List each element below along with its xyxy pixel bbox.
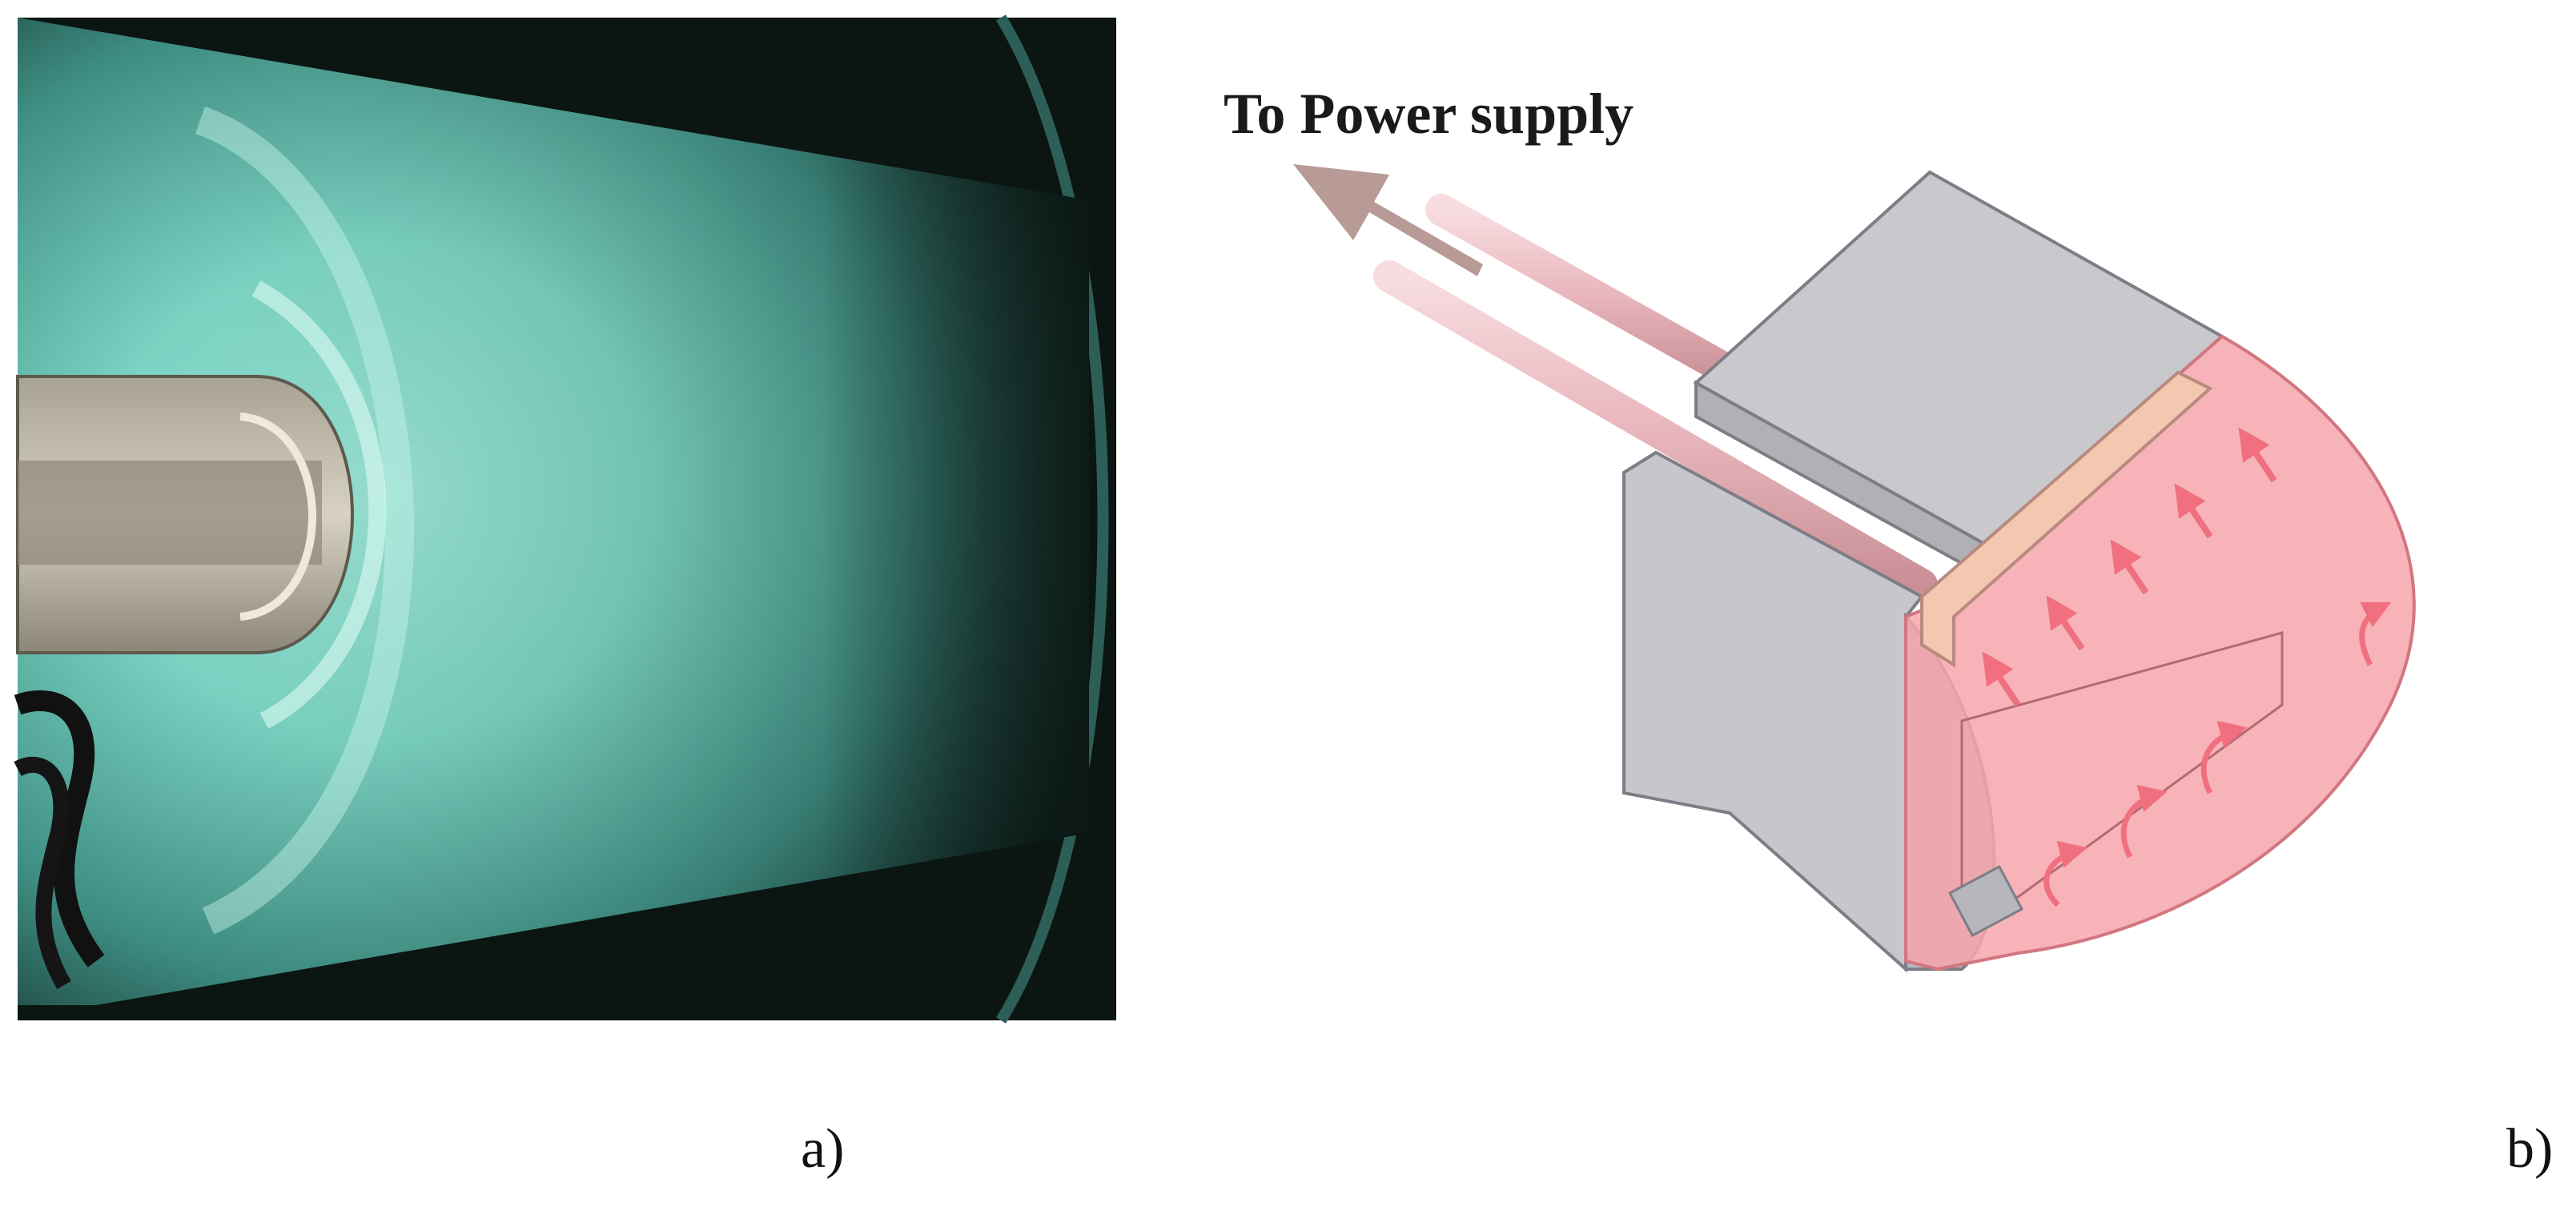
power-rods [1373, 194, 1938, 601]
probe-slot [18, 461, 322, 565]
panel-b-label: b) [2506, 1118, 2554, 1180]
magnet-body [1904, 334, 2416, 972]
rod-upper [1425, 194, 1762, 396]
insert-strip [1920, 370, 2213, 668]
field-arrow-3 [2110, 539, 2149, 595]
field-arrows [1982, 427, 2277, 707]
plasma-arc-inner [251, 280, 387, 729]
field-arrow-2 [2046, 595, 2085, 651]
plasma-photo [14, 14, 1116, 1024]
cable [14, 690, 105, 968]
curved-arrow-4 [2359, 601, 2392, 666]
schematic [1293, 164, 2416, 973]
bottom-bar [1947, 865, 2024, 937]
panel-a-label: a) [801, 1118, 845, 1180]
chamber-ring [996, 14, 1109, 1024]
supply-arrow [1293, 164, 1483, 276]
curved-arrow-1 [2044, 840, 2088, 907]
field-arrow-5 [2238, 427, 2277, 483]
curved-arrow-3 [2200, 720, 2248, 795]
plasma-fade [18, 18, 1089, 1005]
side-block [1622, 450, 1925, 973]
field-arrow-1 [1982, 651, 2021, 707]
rod-lower [1373, 260, 1938, 601]
curved-arrow-2 [2120, 784, 2168, 859]
probe-tip [239, 412, 316, 621]
cable-2 [14, 756, 71, 989]
curved-arrows [2044, 601, 2392, 907]
field-arrow-4 [2174, 483, 2213, 539]
power-supply-label: To Power supply [1224, 82, 1634, 146]
plasma-arc [195, 107, 415, 935]
